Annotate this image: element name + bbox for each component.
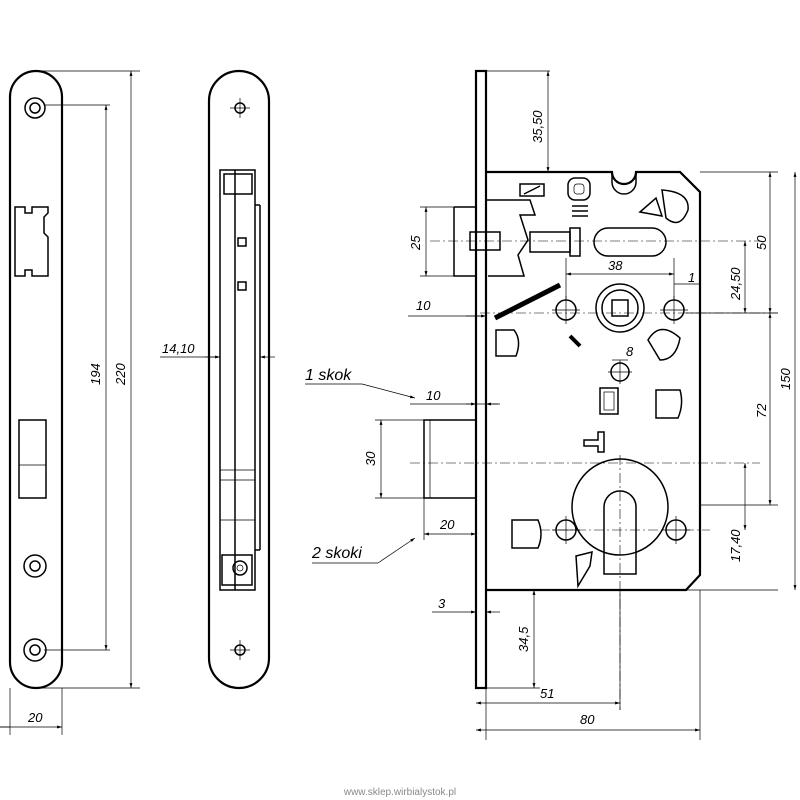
label-one-throw: 1 skok: [305, 367, 352, 384]
lock-body-view: [305, 69, 797, 740]
dim-latch-throw: 10: [416, 298, 431, 313]
dim-faceplate-width: 20: [27, 710, 43, 725]
dim-faceplate-length: 220: [113, 363, 128, 386]
dim-handle-to-cylinder: 72: [754, 403, 769, 418]
dim-bolt-offset: 1: [688, 270, 695, 285]
dim-handle-offset: 24,50: [728, 267, 743, 301]
dim-face-thickness: 3: [438, 596, 446, 611]
label-two-throws: 2 skoki: [311, 545, 362, 562]
dim-handle-spacing: 38: [608, 258, 623, 273]
watermark-url: www.sklep.wirbialystok.pl: [343, 787, 457, 798]
dim-side-thickness: 14,10: [162, 341, 195, 356]
dim-backset: 51: [540, 686, 554, 701]
dim-cylinder-offset: 17,40: [728, 529, 743, 562]
dim-bolt-throw: 10: [426, 388, 441, 403]
dim-spindle-square: 8: [626, 344, 634, 359]
faceplate-front-view: [0, 69, 140, 735]
dim-body-depth: 80: [580, 712, 595, 727]
dim-latch-height: 25: [408, 235, 423, 251]
dim-handle-to-body-bottom: 150: [778, 368, 793, 390]
dim-backset-to-handle: 35,50: [530, 110, 545, 143]
faceplate-side-view: [160, 69, 275, 690]
dim-bolt-height: 30: [363, 451, 378, 466]
dim-bottom-height: 34,5: [516, 626, 531, 652]
dim-screw-spacing: 194: [88, 363, 103, 385]
dim-bolt-projection: 20: [439, 517, 455, 532]
dim-body-top-to-handle: 50: [754, 235, 769, 250]
